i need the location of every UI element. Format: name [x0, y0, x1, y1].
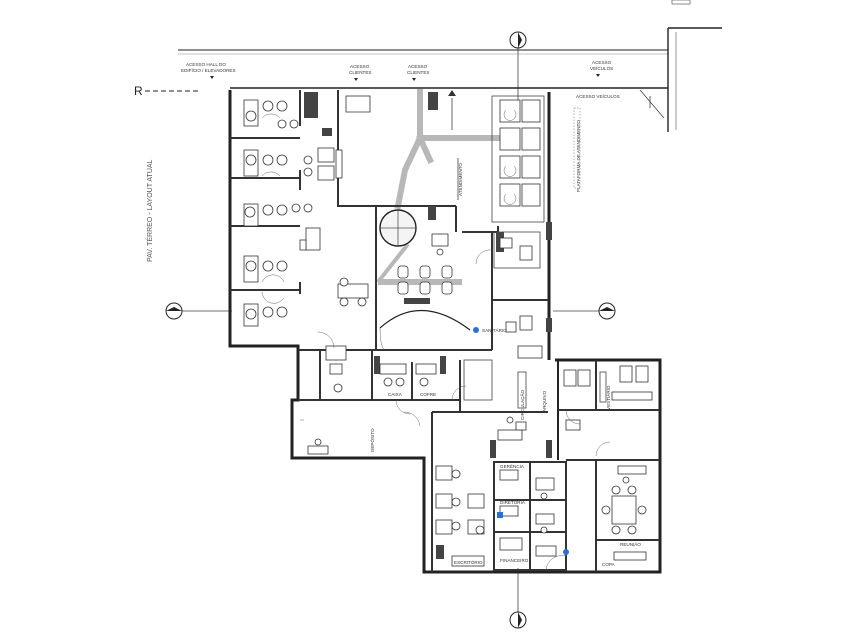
central-lobby [345, 90, 479, 351]
bottom-workstations: ESCRITÓRIO [435, 416, 527, 567]
left-offices [243, 99, 369, 327]
lower-core: GERÊNCIA DIRETORIA FINANCEIRO [497, 462, 569, 571]
label-vestiario: VESTIÁRIO [605, 385, 611, 410]
grid-bubble-bottom [509, 611, 527, 629]
label-elevators: EDIFÍCIO / ELEVADORES [181, 67, 236, 73]
label-financeiro: FINANCEIRO [500, 558, 529, 563]
lower-mid-rooms: CAIXA COFRE [317, 331, 493, 415]
plan-title: PAV. TÉRREO - LAYOUT ATUAL [145, 159, 154, 262]
label-escritorio: ESCRITÓRIO [454, 559, 483, 565]
right-lower-rooms: VESTIÁRIO REUNIÃO COPA [563, 365, 653, 567]
label-cofre: COFRE [420, 392, 436, 397]
reference-mark: R [134, 84, 200, 98]
label-client-access-2: ACESSO [408, 64, 428, 69]
grid-axes [165, 31, 616, 629]
label-diretoria: DIRETORIA [500, 500, 526, 505]
label-copa: COPA [602, 562, 616, 567]
service-counters: ATENDIMENTO [458, 95, 545, 223]
label-sanitario: SANITÁRIO [482, 327, 507, 333]
label-deposito: DEPÓSITO [369, 428, 375, 452]
label-gerencia: GERÊNCIA [500, 462, 525, 469]
label-vehicle-garage: ACESSO VEÍCULOS [576, 93, 620, 99]
label-client-access-1: ACESSO [350, 64, 370, 69]
label-plataforma: PLATAFORMA DE ATENDIMENTO [576, 120, 581, 192]
sanitary-block: SANITÁRIO [475, 231, 541, 333]
street-edge [178, 0, 722, 132]
label-reuniao: REUNIÃO [620, 541, 641, 547]
bottom-left-wing: DEPÓSITO [300, 411, 421, 455]
label-vehicle-access-b: VEÍCULOS [590, 65, 613, 71]
outer-walls [228, 90, 662, 574]
access-labels: ACESSO HALL DO EDIFÍCIO / ELEVADORES ACE… [181, 60, 613, 81]
label-arquivo: ARQUIVO [542, 390, 547, 412]
label-circulacao: CIRCULAÇÃO [519, 389, 525, 420]
label-atendimento: ATENDIMENTO [458, 163, 463, 196]
grid-bubble-right [598, 302, 616, 320]
grid-bubble-left [165, 302, 183, 320]
label-caixa: CAIXA [388, 392, 403, 397]
grid-bubble-top [509, 31, 527, 49]
vehicle-access-area: PLATAFORMA DE ATENDIMENTO ACESSO VEÍCULO… [573, 89, 665, 192]
label-client-access-2b: CLIENTES [407, 70, 429, 75]
label-client-access-1b: CLIENTES [349, 70, 371, 75]
label-vehicle-access: ACESSO [592, 60, 612, 65]
reference-letter: R [134, 84, 143, 98]
label-hall-access: ACESSO HALL DO [186, 62, 226, 67]
